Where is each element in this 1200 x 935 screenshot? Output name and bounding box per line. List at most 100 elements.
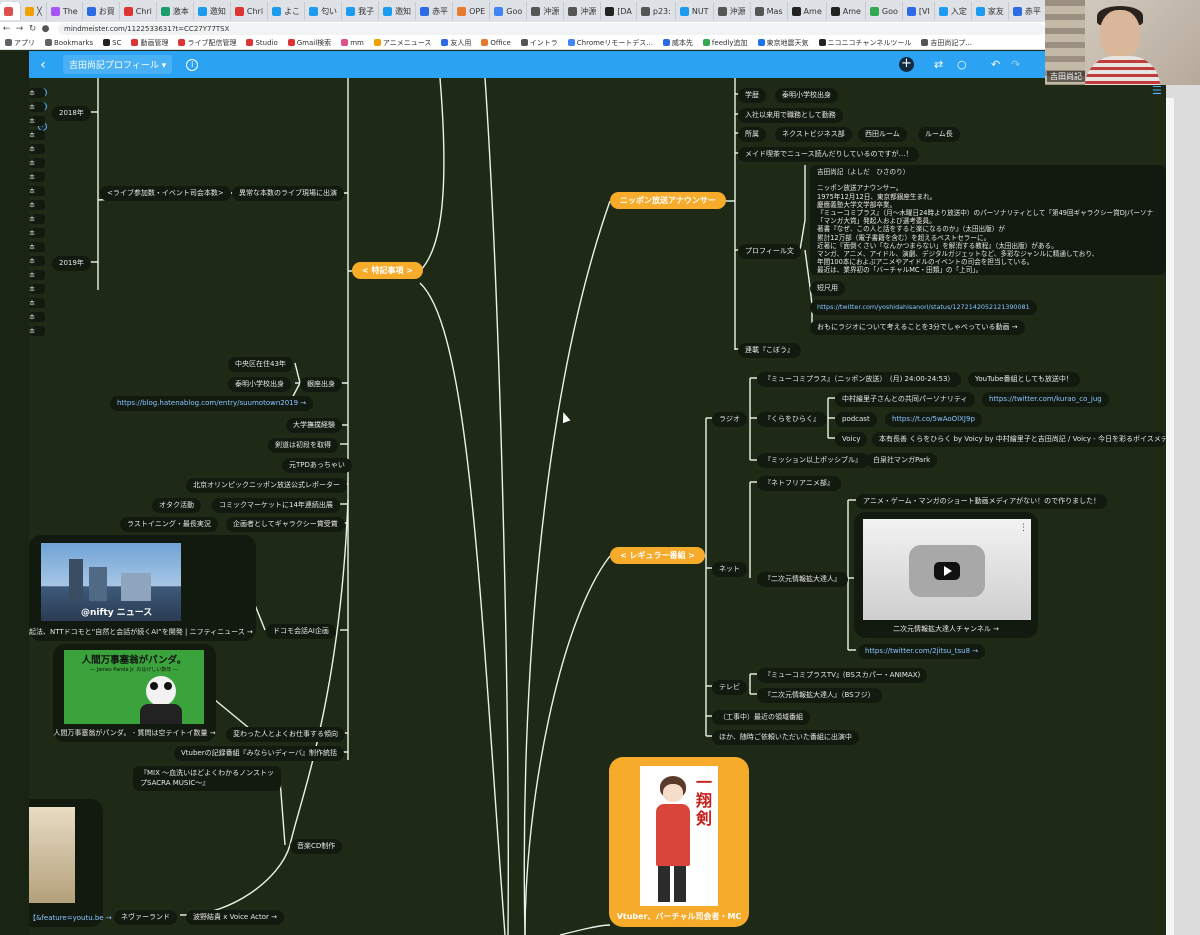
collapsed-node[interactable]: 本 (29, 284, 45, 294)
collapsed-node[interactable]: 本 (29, 298, 45, 308)
node-affiliation-1[interactable]: ネクストビジネス部 (775, 127, 852, 142)
node-serial[interactable]: 連載『こぼう』 (738, 343, 801, 358)
info-icon[interactable]: i (186, 58, 199, 71)
node-otaku[interactable]: オタク活動 (152, 498, 201, 513)
node-elementary[interactable]: 泰明小学校出身 (228, 377, 291, 392)
reload-icon[interactable]: ↻ (28, 24, 37, 34)
scrollbar-thumb[interactable] (1166, 98, 1174, 935)
node-club[interactable]: 剣道は初段を取得 (268, 438, 338, 453)
node-school[interactable]: 学歴 (738, 88, 766, 103)
browser-tab[interactable]: 激本 (157, 2, 194, 20)
bookmark-item[interactable]: 東京地震天気 (757, 38, 809, 48)
browser-tab[interactable]: [VI (903, 2, 935, 20)
collapsed-node[interactable]: 本 (29, 312, 45, 322)
node-mission[interactable]: 『ミッション以上ポッシブル』 (757, 453, 869, 468)
browser-tab[interactable]: 沖源 (714, 2, 751, 20)
topic-regular-programs[interactable]: < レギュラー番組 > (610, 547, 705, 564)
node-radio-3min[interactable]: おもにラジオについて考えることを3分でしゃべっている動画 → (810, 320, 1025, 335)
node-podcast-url[interactable]: https://t.co/5wAoOlXJ9p (885, 412, 982, 427)
bookmark-item[interactable]: アプリ (5, 38, 35, 48)
url-field[interactable]: mindmeister.com/1122533631?t=CC27Y77TSX (58, 23, 1045, 35)
back-icon[interactable]: ← (2, 24, 11, 34)
node-vtuber-program[interactable]: Vtuberの記録番組『みならいディーバ』制作統括 (174, 746, 345, 761)
node-hakusen[interactable]: 白泉社マンガPark (866, 453, 938, 468)
node-tv-1[interactable]: 『ミューコミプラスTV』(BSスカパー・ANIMAX) (757, 668, 928, 683)
node-docomo[interactable]: ドコモ会話AI企画 (266, 624, 336, 639)
node-live-count[interactable]: <ライブ参加数・イベント司会本数> (100, 186, 231, 201)
topic-vtuber-card[interactable]: 一翔剣 Vtuber、バーチャル司会者・MC (609, 757, 749, 927)
node-affiliation-2[interactable]: 西田ルーム (858, 127, 907, 142)
node-former[interactable]: 元TPDあっちゃい (282, 458, 352, 473)
node-origin[interactable]: 銀座出身 (300, 377, 342, 392)
panda-book-card[interactable]: 人間万事塞翁がパンダ。 — James Panda Jr. のはげしい数年 — … (53, 644, 216, 742)
node-galaxy[interactable]: 企画者としてギャラクシー賞受賞 (226, 517, 345, 532)
collapsed-node[interactable]: 本 (29, 242, 45, 252)
browser-tab[interactable]: 入定 (935, 2, 972, 20)
node-chuo[interactable]: 中央区在住43年 (228, 357, 293, 372)
node-nakamura[interactable]: 中村繪里子さんとの共同パーソナリティ (835, 392, 975, 407)
browser-tab[interactable]: Chri (120, 2, 157, 20)
browser-tab[interactable]: Goo (490, 2, 528, 20)
browser-tab[interactable]: 赤平 (416, 2, 454, 20)
node-kurawo[interactable]: 『くらをひらく』 (757, 412, 827, 427)
browser-tab[interactable]: 邀知 (379, 2, 417, 20)
add-node-icon[interactable]: + (899, 57, 914, 72)
browser-tab[interactable]: The (47, 2, 83, 20)
browser-tab[interactable]: 家友 (972, 2, 1009, 20)
bookmark-item[interactable]: Office (481, 39, 511, 47)
focus-icon[interactable]: ○ (957, 58, 967, 71)
bookmark-item[interactable]: イントラ (520, 38, 558, 48)
bookmark-item[interactable]: SC (103, 39, 121, 47)
node-radio[interactable]: ラジオ (712, 412, 747, 427)
node-mix-album[interactable]: 『MIX ～血洗いほどよくわかるノンストップSACRA MUSIC～』 (133, 766, 281, 791)
browser-tab[interactable]: Ame (827, 2, 866, 20)
node-netflix[interactable]: 『ネトフリアニメ部』 (757, 476, 841, 491)
node-musico-youtube[interactable]: YouTube番組としても放送中！ (968, 372, 1080, 387)
bookmark-item[interactable]: 動画管理 (131, 38, 168, 48)
browser-tab[interactable]: 我子 (342, 2, 380, 20)
bookmark-item[interactable]: Chromeリモートデス... (567, 38, 653, 48)
node-live-event[interactable]: 異常な本数のライブ現場に出演 (232, 186, 344, 201)
nifty-news-card[interactable]: @nifty ニュース 起法、NTTドコモと“自然と会話が続くAI”を開発 | … (29, 535, 256, 641)
collapsed-node[interactable]: 本 (29, 88, 45, 98)
node-affiliation-3[interactable]: ルーム長 (918, 127, 960, 142)
forward-icon[interactable]: → (15, 24, 24, 34)
node-olympic[interactable]: 北京オリンピックニッポン放送公式レポーター (186, 478, 347, 493)
node-net[interactable]: ネット (712, 562, 747, 577)
browser-tab[interactable] (0, 2, 21, 20)
collapsed-node[interactable]: 本 (29, 256, 45, 266)
topic-announcer[interactable]: ニッポン放送アナウンサー (610, 192, 726, 209)
browser-tab[interactable]: Mas (751, 2, 788, 20)
node-voicy-text[interactable]: 本有長善 くらをひらく by Voicy by 中村繪里子と吉田尚記 / Voi… (872, 432, 1166, 447)
voice-actor-card[interactable]: 【&feature=youtu.be → (29, 799, 112, 927)
collapsed-node[interactable]: 本 (29, 326, 45, 336)
redo-icon[interactable]: ↷ (1011, 58, 1021, 71)
node-neverland[interactable]: ネヴァーランド (114, 910, 177, 925)
node-nijigen[interactable]: 『二次元情報拡大達人』 (757, 572, 848, 587)
node-video-twitter[interactable]: https://twitter.com/2jitsu_tsu8 → (858, 644, 986, 659)
node-kura-twitter[interactable]: https://twitter.com/kurao_co_jug (982, 392, 1109, 407)
browser-tab[interactable]: OPE (453, 2, 491, 20)
browser-tab[interactable]: 匂い (305, 2, 343, 20)
bookmark-item[interactable]: Studio (246, 39, 278, 47)
collapsed-node[interactable]: 本 (29, 172, 45, 182)
bookmark-item[interactable]: 威本先 (662, 38, 693, 48)
node-voice-actor[interactable]: 波野結貴 x Voice Actor → (186, 910, 284, 925)
node-affiliation[interactable]: 所属 (738, 127, 766, 142)
node-short[interactable]: 短尺用 (810, 281, 845, 296)
node-strange-collab[interactable]: 変わった人とよくお仕事する傾向 (226, 727, 345, 742)
browser-tab[interactable]: [DA (601, 2, 637, 20)
topic-notes[interactable]: < 特記事項 > (352, 262, 423, 279)
browser-tab[interactable]: 赤平 (1009, 2, 1046, 20)
bookmark-item[interactable]: ライブ配信管理 (178, 38, 236, 48)
browser-tab[interactable]: 沖源 (564, 2, 602, 20)
node-profile-text[interactable]: 吉田尚記（よしだ ひさのり） ニッポン放送アナウンサー。 1975年12月12日… (810, 165, 1166, 275)
browser-tab[interactable]: p23: (637, 2, 676, 20)
collapsed-node[interactable]: 本 (29, 144, 45, 154)
node-year-2019[interactable]: 2019年 (52, 256, 91, 271)
node-music-cd[interactable]: 音楽CD制作 (290, 839, 343, 854)
browser-tab[interactable]: Ame (788, 2, 827, 20)
browser-tab[interactable]: 邀知 (194, 2, 231, 20)
collapsed-node[interactable]: 本 (29, 270, 45, 280)
node-profile[interactable]: プロフィール文 (738, 244, 801, 259)
